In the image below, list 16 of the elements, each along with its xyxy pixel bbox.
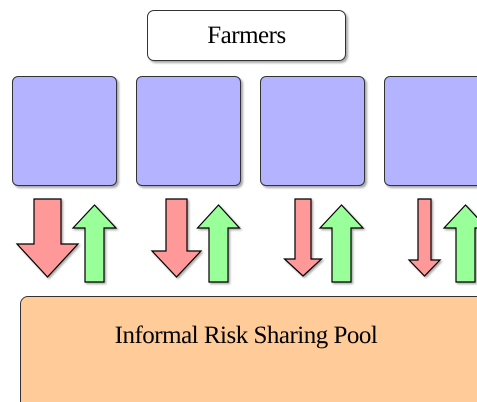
block-arrow xyxy=(442,204,477,283)
block-arrow xyxy=(196,204,241,283)
pool-box xyxy=(20,296,477,402)
box-label: Informal Risk Sharing Pool xyxy=(114,322,378,350)
block-arrow xyxy=(318,204,364,283)
box-label: Farmers xyxy=(207,22,286,50)
title-box xyxy=(147,10,346,61)
block-arrow xyxy=(72,204,118,283)
farmer-box xyxy=(384,76,477,186)
block-arrow xyxy=(16,198,80,278)
farmer-box xyxy=(260,76,365,186)
block-arrow xyxy=(408,198,442,277)
block-arrow xyxy=(282,198,324,277)
farmer-box xyxy=(12,76,117,186)
farmer-box xyxy=(136,76,241,186)
block-arrow xyxy=(150,198,202,278)
